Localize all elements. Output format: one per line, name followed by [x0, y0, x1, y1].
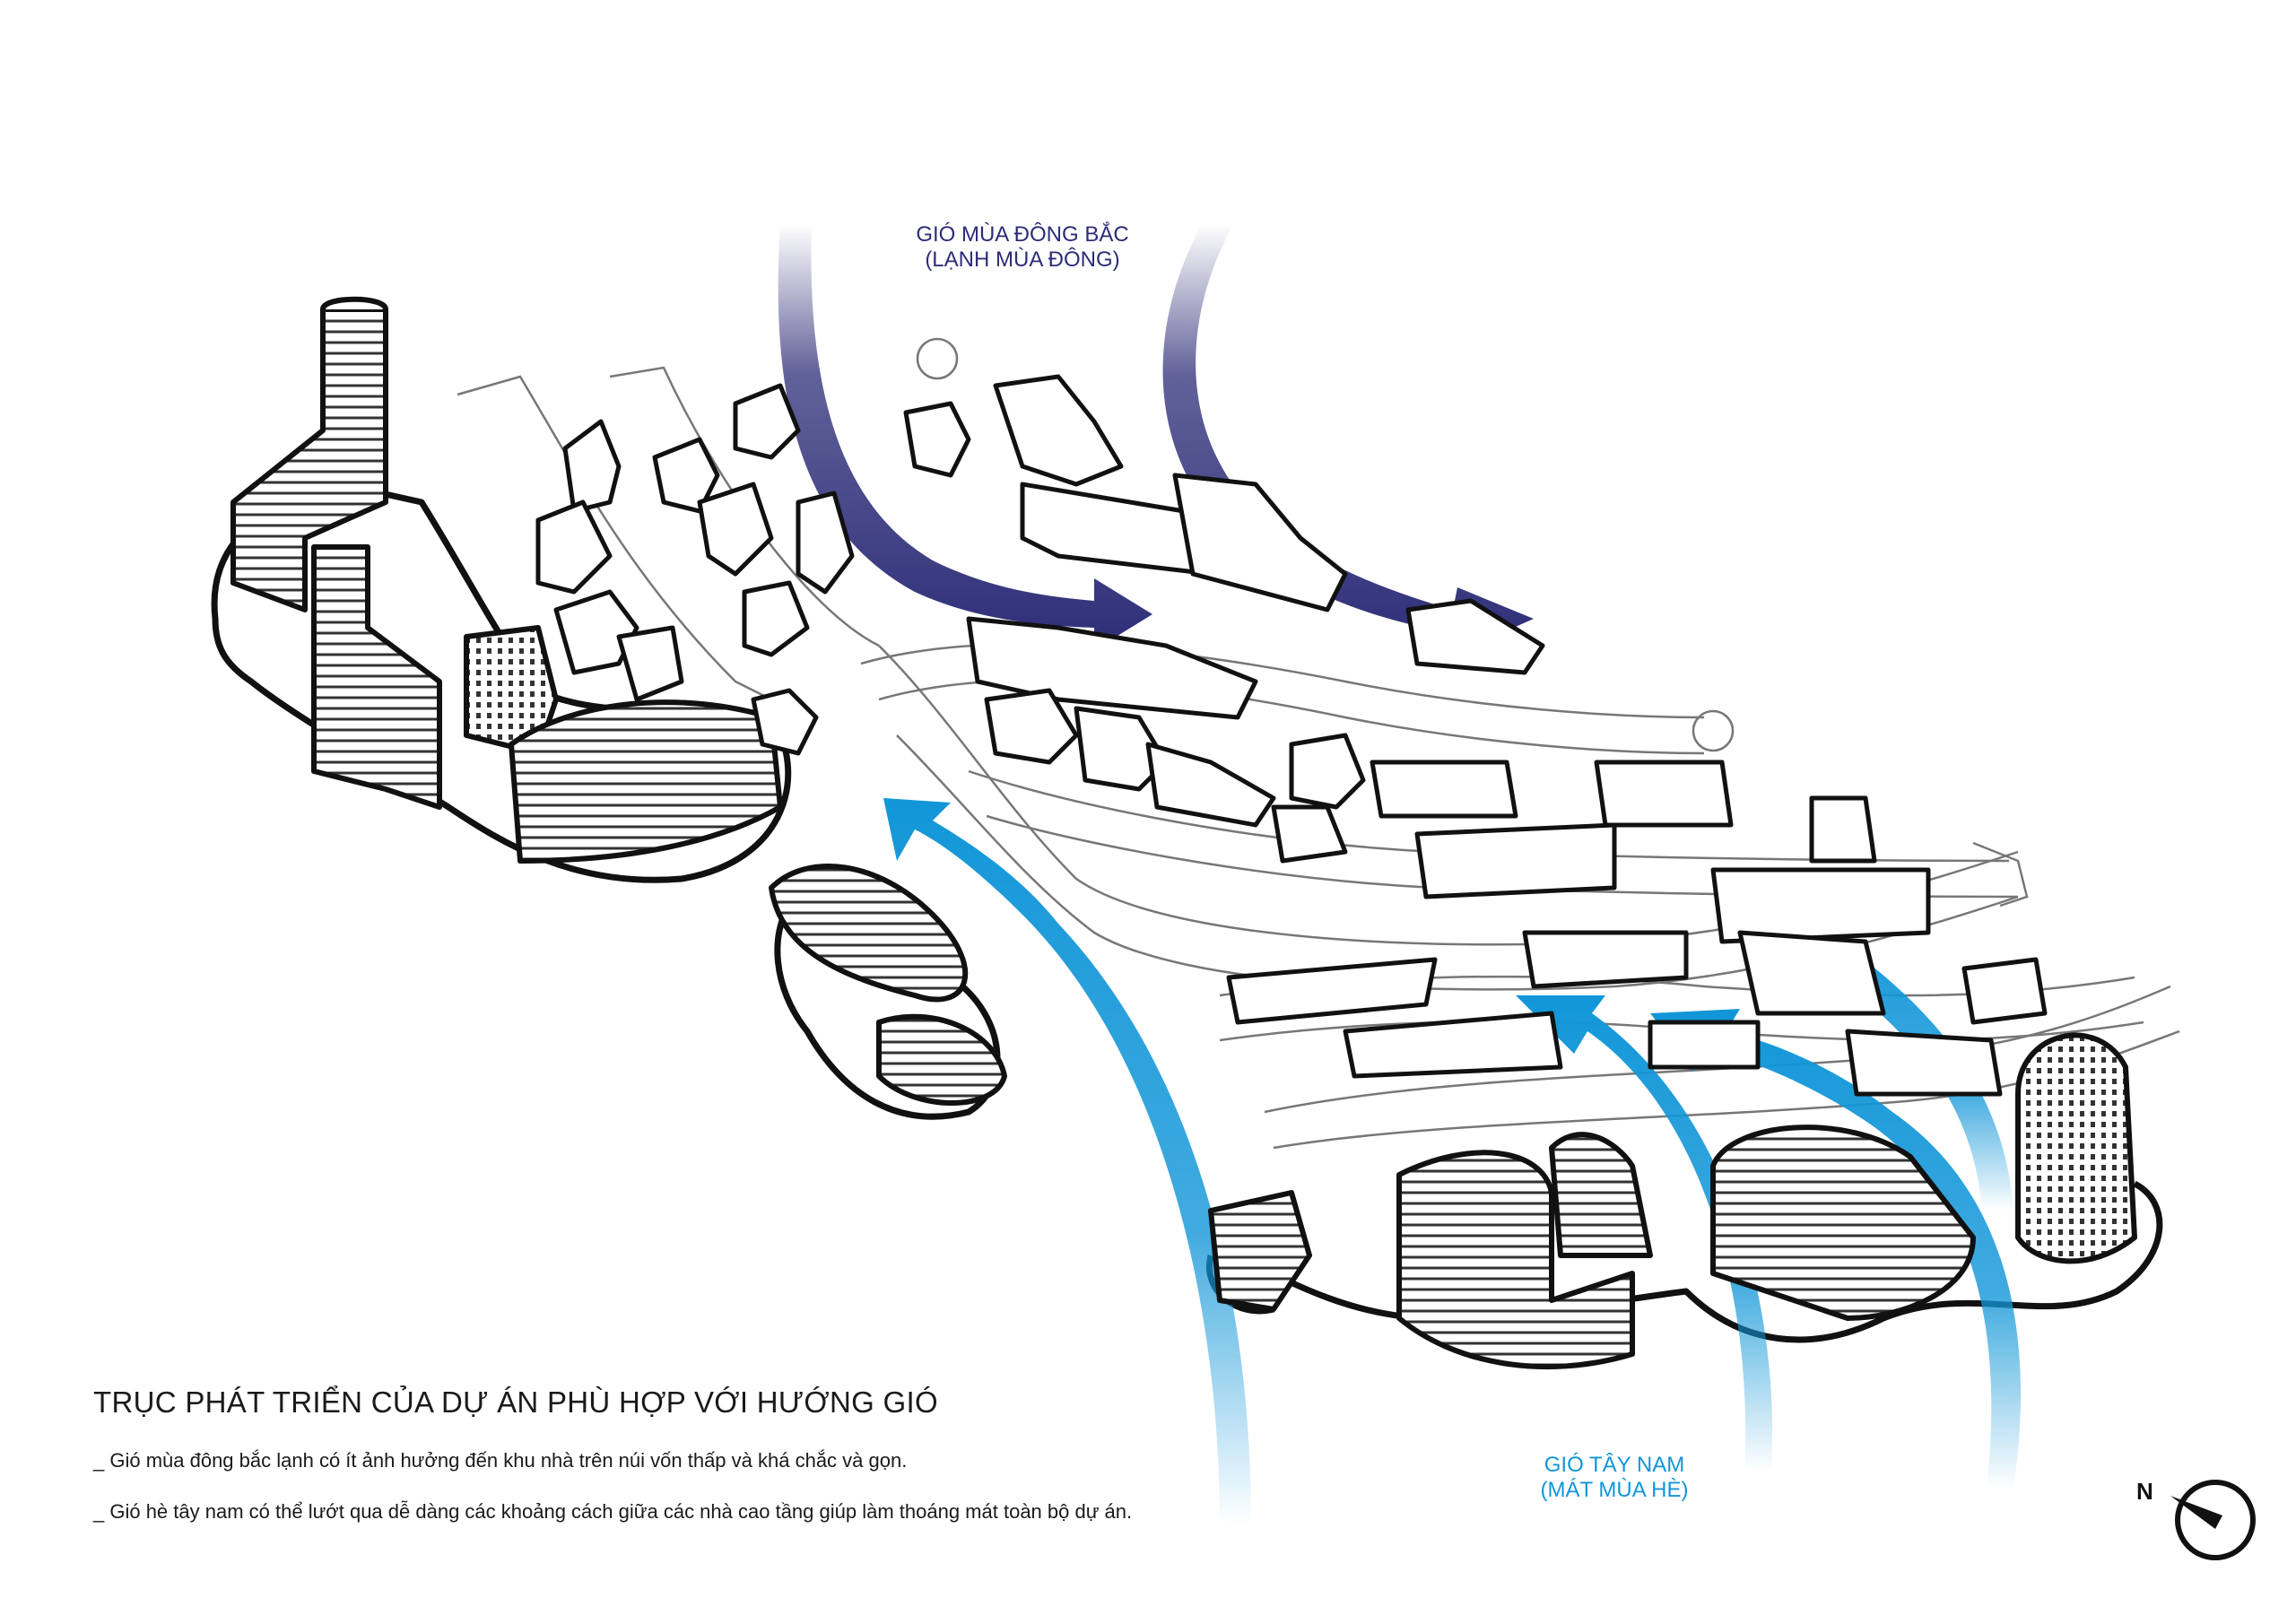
northeast-wind-label-line1: GIÓ MÙA ĐÔNG BẮC	[916, 222, 1129, 247]
northeast-wind-label-line2: (LẠNH MÙA ĐÔNG)	[925, 248, 1120, 272]
sw-wind-arrow-1	[883, 798, 1251, 1524]
ne-wind-arrow-right	[1162, 224, 1534, 655]
high-rise-towers	[230, 296, 2137, 1370]
tower-east-arc	[1710, 1125, 1976, 1321]
tower-west-curved	[509, 699, 783, 864]
tower-east-small	[1208, 1190, 1312, 1312]
podium-southwest-lower	[876, 1013, 1007, 1106]
ne-wind-arrow-left	[778, 224, 1152, 650]
tower-northwest	[230, 307, 388, 612]
tower-east-cylinder	[2015, 1032, 2137, 1264]
diagram-title: TRỤC PHÁT TRIỂN CỦA DỰ ÁN PHÙ HỢP VỚI HƯ…	[93, 1385, 938, 1419]
southwest-wind-label-line1: GIÓ TÂY NAM	[1544, 1453, 1685, 1477]
northeast-wind-arrows	[778, 224, 1534, 655]
northeast-wind-label: GIÓ MÙA ĐÔNG BẮC (LẠNH MÙA ĐÔNG)	[888, 222, 1157, 273]
tower-east-block	[1549, 1132, 1653, 1258]
note-northeast-wind: _ Gió mùa đông bắc lạnh có ít ảnh hưởng …	[93, 1449, 908, 1472]
southwest-wind-label-line2: (MÁT MÙA HÈ)	[1540, 1478, 1689, 1502]
southwest-wind-label: GIÓ TÂY NAM (MÁT MÙA HÈ)	[1480, 1453, 1749, 1503]
villa-clusters	[535, 374, 2048, 1097]
compass-north-label: N	[2136, 1478, 2153, 1505]
north-arrow-icon	[2170, 1480, 2256, 1560]
tower-east-slab	[1396, 1150, 1635, 1370]
podium-southwest	[769, 864, 969, 1003]
note-southwest-wind: _ Gió hè tây nam có thể lướt qua dễ dàng…	[93, 1500, 1133, 1523]
tower-west	[311, 544, 442, 810]
